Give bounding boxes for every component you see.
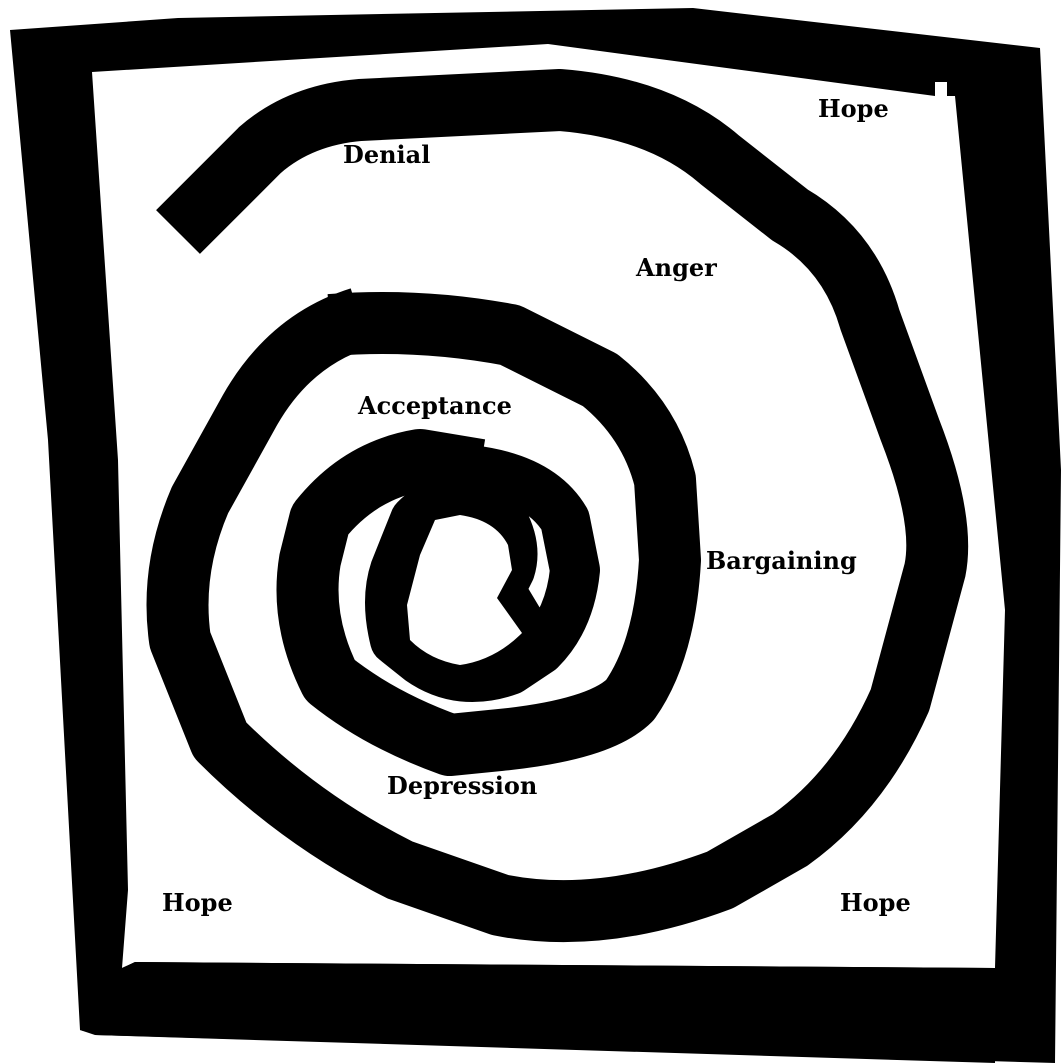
- hope-label-bottom-left: Hope: [162, 888, 233, 917]
- stage-label-acceptance: Acceptance: [357, 391, 512, 420]
- stage-label-bargaining: Bargaining: [706, 546, 857, 575]
- stage-label-depression: Depression: [387, 771, 537, 800]
- hope-label-bottom-right: Hope: [840, 888, 911, 917]
- bottom-strip: [95, 962, 995, 1063]
- frame-notch: [935, 82, 947, 98]
- anger-notch: [738, 240, 754, 254]
- stage-label-anger: Anger: [635, 253, 717, 282]
- stage-label-denial: Denial: [343, 140, 430, 169]
- hope-label-top-right: Hope: [818, 94, 889, 123]
